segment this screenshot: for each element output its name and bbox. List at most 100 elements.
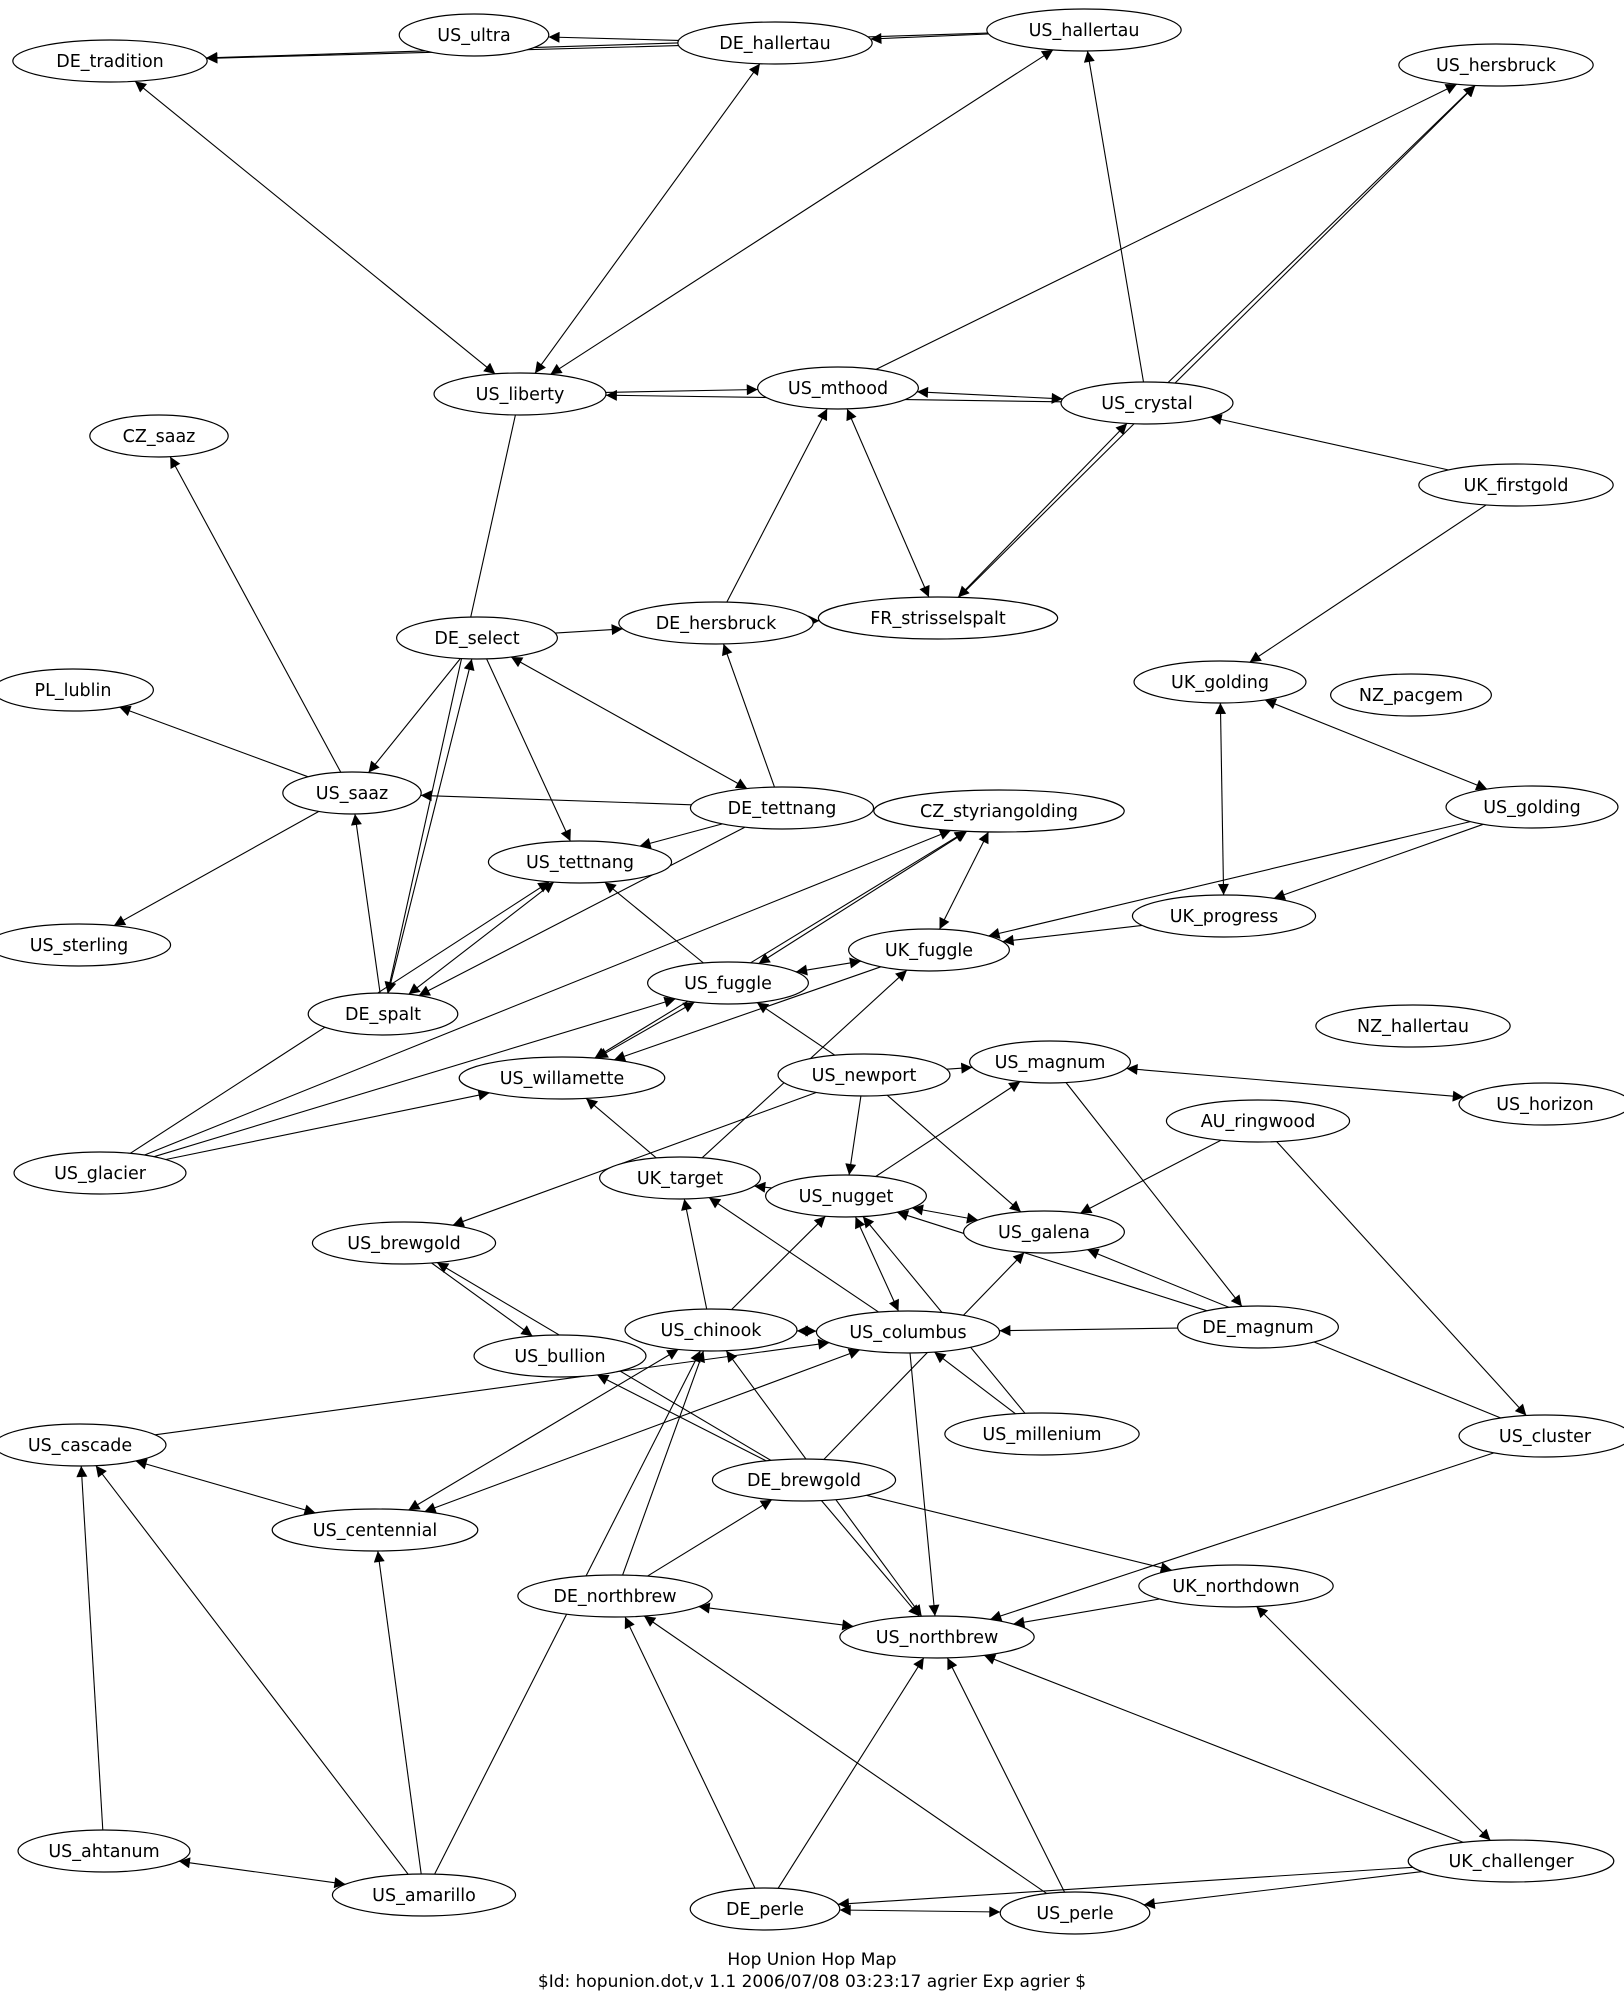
node-ellipse <box>962 1210 1125 1254</box>
edge-us-mthood-to-us-hersbruck <box>875 83 1458 370</box>
node-ellipse <box>282 771 422 815</box>
node-us-millenium: US_millenium <box>944 1412 1140 1456</box>
edge-de-perle-to-us-northbrew <box>777 1657 925 1889</box>
node-ellipse <box>1329 673 1492 717</box>
node-label: US_hersbruck <box>1436 56 1557 76</box>
node-uk-target: UK_target <box>598 1156 761 1200</box>
node-de-perle: DE_perle <box>689 1887 841 1931</box>
edge-de-tettnang-to-us-saaz <box>420 790 692 806</box>
node-ellipse <box>598 1156 761 1200</box>
node-ellipse <box>1458 1082 1624 1126</box>
node-label: US_newport <box>812 1066 917 1086</box>
node-ellipse <box>12 39 208 83</box>
edge-de-perle-to-us-perle <box>839 1904 1001 1918</box>
node-ellipse <box>311 1221 497 1265</box>
diagram-subtitle: $Id: hopunion.dot,v 1.1 2006/07/08 03:23… <box>538 1972 1086 1992</box>
node-ellipse <box>944 1412 1140 1456</box>
node-us-hallertau: US_hallertau <box>986 8 1182 52</box>
edge-us-glacier-to-us-willamette <box>165 1089 490 1161</box>
node-label: DE_spalt <box>345 1005 421 1025</box>
node-ellipse <box>1458 1414 1624 1458</box>
node-de-brewgold: DE_brewgold <box>711 1458 897 1502</box>
node-label: UK_golding <box>1171 673 1269 693</box>
edge-us-perle-to-us-northbrew <box>946 1657 1066 1893</box>
node-us-mthood: US_mthood <box>756 366 919 410</box>
node-ellipse <box>624 1308 798 1352</box>
node-ellipse <box>89 414 229 458</box>
node-ellipse <box>473 1334 647 1378</box>
edge-uk-northdown-to-us-northbrew <box>1013 1598 1160 1628</box>
edge-de-select-to-us-saaz <box>368 658 461 773</box>
edge-uk-northdown-to-uk-challenger <box>1256 1606 1491 1841</box>
node-label: DE_brewgold <box>747 1471 861 1491</box>
node-uk-firstgold: UK_firstgold <box>1418 463 1614 507</box>
node-us-tettnang: US_tettnang <box>487 840 673 884</box>
node-label: NZ_hallertau <box>1357 1017 1469 1037</box>
node-label: US_northbrew <box>876 1628 999 1648</box>
node-ellipse <box>0 1423 167 1467</box>
node-uk-progress: UK_progress <box>1131 894 1317 938</box>
edge-de-select-to-us-tettnang <box>486 658 571 842</box>
node-ellipse <box>307 992 459 1036</box>
edge-uk-target-to-us-willamette <box>585 1097 657 1159</box>
node-us-centennial: US_centennial <box>271 1508 479 1552</box>
node-us-liberty: US_liberty <box>433 372 607 416</box>
node-us-brewgold: US_brewgold <box>311 1221 497 1265</box>
node-label: CZ_saaz <box>123 427 196 447</box>
edge-us-amarillo-to-us-centennial <box>373 1550 422 1875</box>
node-de-hersbruck: DE_hersbruck <box>618 601 814 645</box>
node-ellipse <box>487 840 673 884</box>
node-uk-northdown: UK_northdown <box>1138 1564 1334 1608</box>
node-us-amarillo: US_amarillo <box>331 1873 517 1917</box>
node-ellipse <box>1315 1004 1511 1048</box>
node-ellipse <box>271 1508 479 1552</box>
node-us-glacier: US_glacier <box>13 1151 187 1195</box>
node-us-ahtanum: US_ahtanum <box>17 1829 191 1873</box>
edge-us-liberty-to-de-spalt <box>384 414 516 994</box>
node-label: DE_select <box>434 629 519 649</box>
edge-us-hallertau-to-de-hallertau <box>870 33 989 45</box>
edge-us-chinook-to-uk-target <box>681 1198 708 1310</box>
node-ellipse <box>458 1056 666 1100</box>
edge-de-tradition-to-us-liberty <box>134 80 496 375</box>
node-ellipse <box>0 923 172 967</box>
edge-us-saaz-to-pl-lublin <box>119 705 309 778</box>
edge-us-cascade-to-us-centennial <box>135 1458 316 1516</box>
node-uk-challenger: UK_challenger <box>1407 1839 1615 1883</box>
edge-uk-golding-to-us-golding <box>1264 698 1488 791</box>
edge-us-saaz-to-cz-saaz <box>169 456 342 773</box>
node-label: UK_fuggle <box>885 941 973 961</box>
node-label: US_millenium <box>982 1425 1101 1445</box>
node-label: US_willamette <box>500 1069 625 1089</box>
edge-uk-challenger-to-us-perle <box>1143 1871 1423 1909</box>
node-uk-fuggle: UK_fuggle <box>847 928 1010 972</box>
edge-us-fuggle-to-us-tettnang <box>604 881 704 964</box>
edge-us-columbus-to-us-northbrew <box>909 1352 940 1617</box>
diagram-title: Hop Union Hop Map <box>727 1950 896 1970</box>
node-label: US_ultra <box>437 26 510 46</box>
node-label: DE_magnum <box>1202 1318 1313 1338</box>
edge-us-fuggle-to-us-willamette <box>596 1001 695 1059</box>
node-ellipse <box>839 1615 1035 1659</box>
node-ellipse <box>847 928 1010 972</box>
node-cz-saaz: CZ_saaz <box>89 414 229 458</box>
edge-us-brewgold-to-us-bullion <box>431 1262 533 1337</box>
node-au-ringwood: AU_ringwood <box>1165 1099 1351 1143</box>
node-label: CZ_styriangolding <box>920 802 1078 822</box>
edge-de-brewgold-to-uk-northdown <box>866 1494 1172 1573</box>
node-label: UK_progress <box>1170 907 1279 927</box>
node-label: US_horizon <box>1496 1095 1594 1115</box>
node-ellipse <box>1131 894 1317 938</box>
edge-us-tettnang-to-de-spalt <box>408 881 555 995</box>
edge-us-magnum-to-de-magnum <box>1065 1082 1243 1307</box>
node-us-nugget: US_nugget <box>764 1174 927 1218</box>
node-label: DE_tradition <box>56 52 164 72</box>
edge-us-liberty-to-us-mthood <box>605 384 758 396</box>
node-us-cluster: US_cluster <box>1458 1414 1624 1458</box>
node-label: US_centennial <box>313 1521 437 1541</box>
edge-de-hallertau-to-us-liberty <box>534 63 761 374</box>
edge-de-spalt-to-de-select <box>385 658 475 994</box>
edge-uk-golding-to-uk-progress <box>1215 702 1229 896</box>
